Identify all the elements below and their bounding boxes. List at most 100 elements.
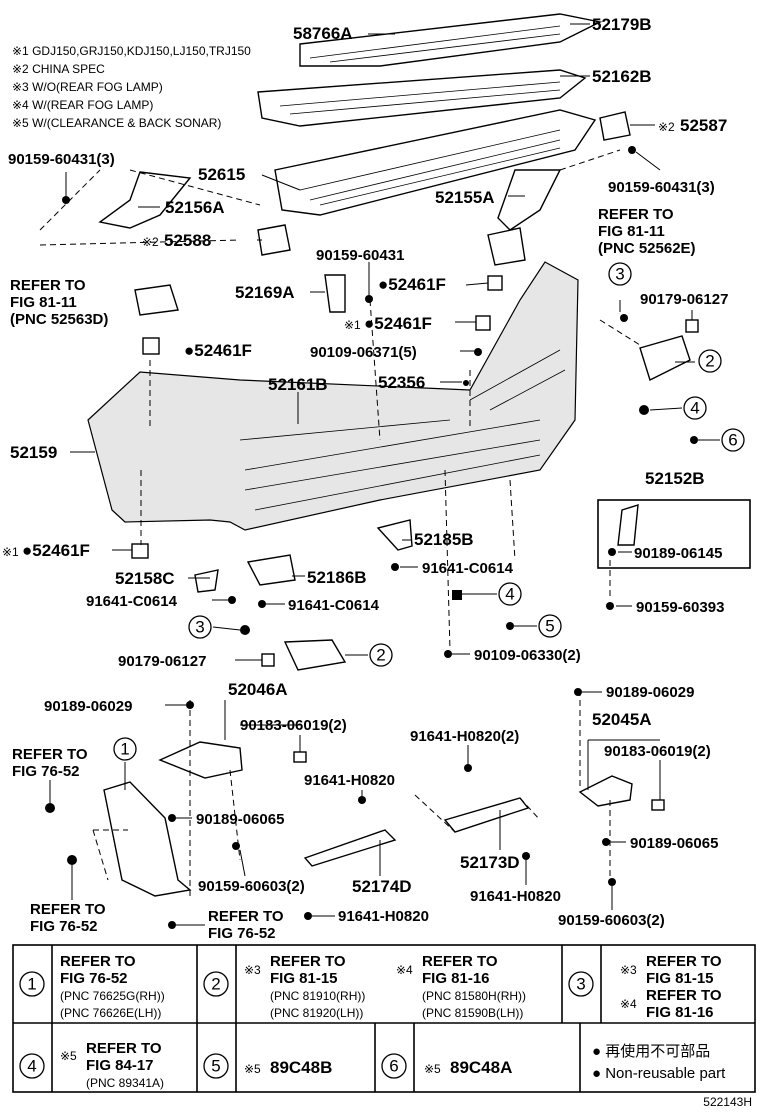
table-circle-2: 2	[211, 975, 220, 994]
refer-81-11-d-line2: FIG 81-11	[10, 294, 77, 311]
table-2-line4: (PNC 81920(LH))	[270, 1006, 363, 1020]
label-52356: 52356	[378, 373, 425, 392]
label-91641-C0614-b: 91641-C0614	[86, 593, 178, 610]
refer-81-11-e-line1: REFER TO	[598, 206, 674, 223]
table-4-line2: FIG 84-17	[86, 1057, 154, 1074]
table-3-line1: REFER TO	[646, 953, 722, 970]
clip-90183-06019-b	[651, 799, 665, 811]
bolt-90189-06065-a	[168, 814, 176, 822]
clip-52461F-b	[475, 315, 491, 331]
label-90159-60393: 90159-60393	[636, 599, 724, 616]
label-90109-06371-5: 90109-06371(5)	[310, 344, 417, 361]
table-5-marker: ※5	[244, 1062, 261, 1076]
table-2-line2: FIG 81-15	[270, 970, 338, 987]
table-4-marker: ※5	[60, 1049, 77, 1063]
refer-81-11-e-line3: (PNC 52562E)	[598, 240, 696, 257]
note-2: ※2 CHINA SPEC	[12, 62, 105, 76]
label-52461F-a: ●52461F	[378, 275, 446, 294]
label-90159-60603-2-b: 90159-60603(2)	[558, 912, 665, 929]
label-52046A: 52046A	[228, 680, 288, 699]
clip-52461F-c	[142, 337, 160, 355]
callout-6: 6	[728, 431, 737, 450]
table-2-right1: REFER TO	[422, 953, 498, 970]
callout-3-upper: 3	[615, 265, 624, 284]
table-circle-6: 6	[389, 1057, 398, 1076]
label-52158C: 52158C	[115, 569, 175, 588]
label-52152B: 52152B	[645, 469, 705, 488]
table-6-marker: ※5	[424, 1062, 441, 1076]
bolt-refer-76-52-b	[67, 855, 77, 865]
bolt-91641-H0820-2	[464, 764, 472, 772]
label-90183-06019-2-a: 90183-06019(2)	[240, 717, 347, 734]
table-circle-4: 4	[27, 1057, 36, 1076]
part-lamp-upper	[639, 335, 691, 381]
label-52461F-b: ●52461F	[364, 314, 432, 333]
bolt-90159-60431-right	[628, 146, 636, 154]
refer-76-52-a-line2: FIG 76-52	[12, 763, 80, 780]
table-1-line2: FIG 76-52	[60, 970, 128, 987]
bolt-91641-C0614-c	[258, 600, 266, 608]
legend-japanese: ● 再使用不可部品	[592, 1043, 710, 1060]
callout-1: 1	[120, 740, 129, 759]
bolt-90189-06065-b	[602, 838, 610, 846]
guide-lines	[39, 149, 641, 900]
label-90189-06029-a: 90189-06029	[44, 698, 132, 715]
part-shapes	[87, 13, 751, 897]
bolt-91641-H0820-b	[522, 852, 530, 860]
part-52587-shape	[599, 111, 631, 141]
table-4-line1: REFER TO	[86, 1040, 162, 1057]
label-91641-H0820-c: 91641-H0820	[338, 908, 429, 925]
table-2-marker2: ※4	[396, 963, 413, 977]
bolt-90109-06330	[444, 650, 452, 658]
table-circle-1: 1	[27, 975, 36, 994]
label-52169A: 52169A	[235, 283, 295, 302]
label-91641-C0614-a: 91641-C0614	[422, 560, 514, 577]
refer-76-52-b-line2: FIG 76-52	[30, 918, 98, 935]
note-5: ※5 W/(CLEARANCE & BACK SONAR)	[12, 116, 221, 130]
label-90189-06029-b: 90189-06029	[606, 684, 694, 701]
part-52185B-shape	[376, 519, 413, 551]
clip-90179-06127-b	[261, 653, 275, 667]
label-52155A: 52155A	[435, 188, 495, 207]
part-lamp-lower	[283, 639, 347, 671]
table-circle-3: 3	[576, 975, 585, 994]
part-bracket-right-shape	[497, 169, 562, 231]
clip-90183-06019-a	[293, 751, 307, 763]
bolt-90189-06145	[608, 548, 616, 556]
table-4-line3: (PNC 89341A)	[86, 1076, 164, 1090]
reference-table: 1 REFER TO FIG 76-52 (PNC 76625G(RH)) (P…	[12, 944, 756, 1093]
label-90189-06145: 90189-06145	[634, 545, 722, 562]
label-52156A: 52156A	[165, 198, 225, 217]
part-52158C-shape	[194, 569, 219, 593]
fasteners	[45, 146, 699, 929]
label-52615: 52615	[198, 165, 245, 184]
refer-76-52-b-line1: REFER TO	[30, 901, 106, 918]
bolt-90159-60431	[365, 295, 373, 303]
label-90179-06127-b: 90179-06127	[118, 653, 206, 670]
bolt-91641-C0614-a	[391, 563, 399, 571]
note-1: ※1 GDJ150,GRJ150,KDJ150,LJ150,TRJ150	[12, 44, 251, 58]
label-52461F-c: ●52461F	[184, 341, 252, 360]
label-52173D: 52173D	[460, 853, 520, 872]
part-labels: 58766A 52179B 52162B ※2 52587 90159-6043…	[2, 15, 728, 942]
table-1-line3: (PNC 76625G(RH))	[60, 989, 165, 1003]
label-90159-60431-3-left: 90159-60431(3)	[8, 151, 115, 168]
marker-52587: ※2	[658, 120, 675, 134]
table-circle-5: 5	[211, 1057, 220, 1076]
label-91641-C0614-c: 91641-C0614	[288, 597, 380, 614]
bolt-91641-C0614-b	[228, 596, 236, 604]
label-90189-06065-a: 90189-06065	[196, 811, 284, 828]
table-3-line4: FIG 81-16	[646, 1004, 714, 1021]
label-52045A: 52045A	[592, 710, 652, 729]
label-52161B: 52161B	[268, 375, 328, 394]
part-52046A-shape	[158, 741, 243, 779]
callout-2-lower: 2	[376, 646, 385, 665]
label-91641-H0820-b: 91641-H0820	[470, 888, 561, 905]
clip-52461F-d	[131, 543, 149, 559]
nut-3-lower	[240, 625, 250, 635]
nut-52356	[463, 380, 469, 386]
bolt-91641-H0820-c	[304, 912, 312, 920]
note-4: ※4 W/(REAR FOG LAMP)	[12, 98, 153, 112]
label-52186B: 52186B	[307, 568, 367, 587]
